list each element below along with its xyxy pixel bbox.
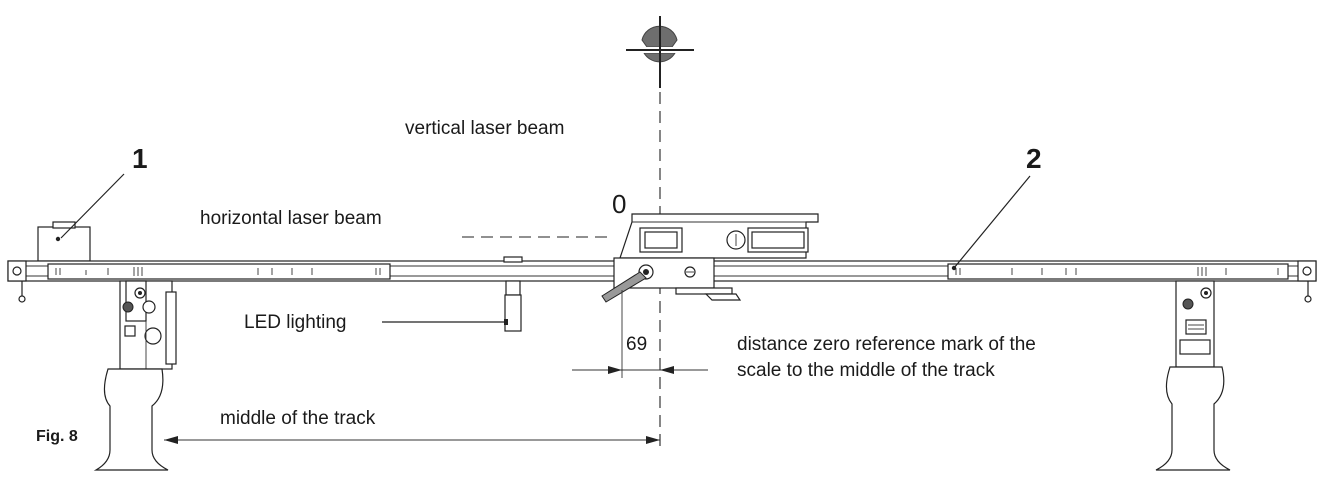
vertical-beam-label: vertical laser beam: [405, 118, 564, 139]
callout-1-label: 1: [132, 143, 148, 174]
dimension-69-label: 69: [626, 334, 647, 355]
right-rail: [1155, 366, 1231, 471]
led-lighting-unit: [503, 256, 523, 332]
right-end-pin: [1304, 281, 1312, 303]
callout-1-leader: [60, 173, 125, 239]
figure-label: Fig. 8: [36, 428, 78, 445]
measuring-device: [601, 213, 819, 303]
dimension-69: [572, 290, 708, 378]
middle-of-track-label: middle of the track: [220, 408, 376, 429]
callout-2-label: 2: [1026, 143, 1042, 174]
zero-mark-label: 0: [612, 189, 626, 219]
distance-note-line2: scale to the middle of the track: [737, 360, 995, 381]
horizontal-beam-label: horizontal laser beam: [200, 208, 382, 229]
right-scale: [947, 263, 1289, 280]
left-support: [119, 280, 177, 370]
left-head-unit: [37, 221, 91, 262]
callout-2-leader: [953, 175, 1031, 269]
dimension-middle-of-track: [164, 436, 660, 444]
left-end-pin: [18, 281, 26, 303]
distance-note-line1: distance zero reference mark of the: [737, 334, 1036, 355]
right-support: [1175, 280, 1215, 368]
led-lighting-label: LED lighting: [244, 312, 346, 333]
left-scale: [47, 263, 391, 280]
crosshair-target-icon: [626, 16, 694, 88]
left-rail: [93, 368, 169, 471]
